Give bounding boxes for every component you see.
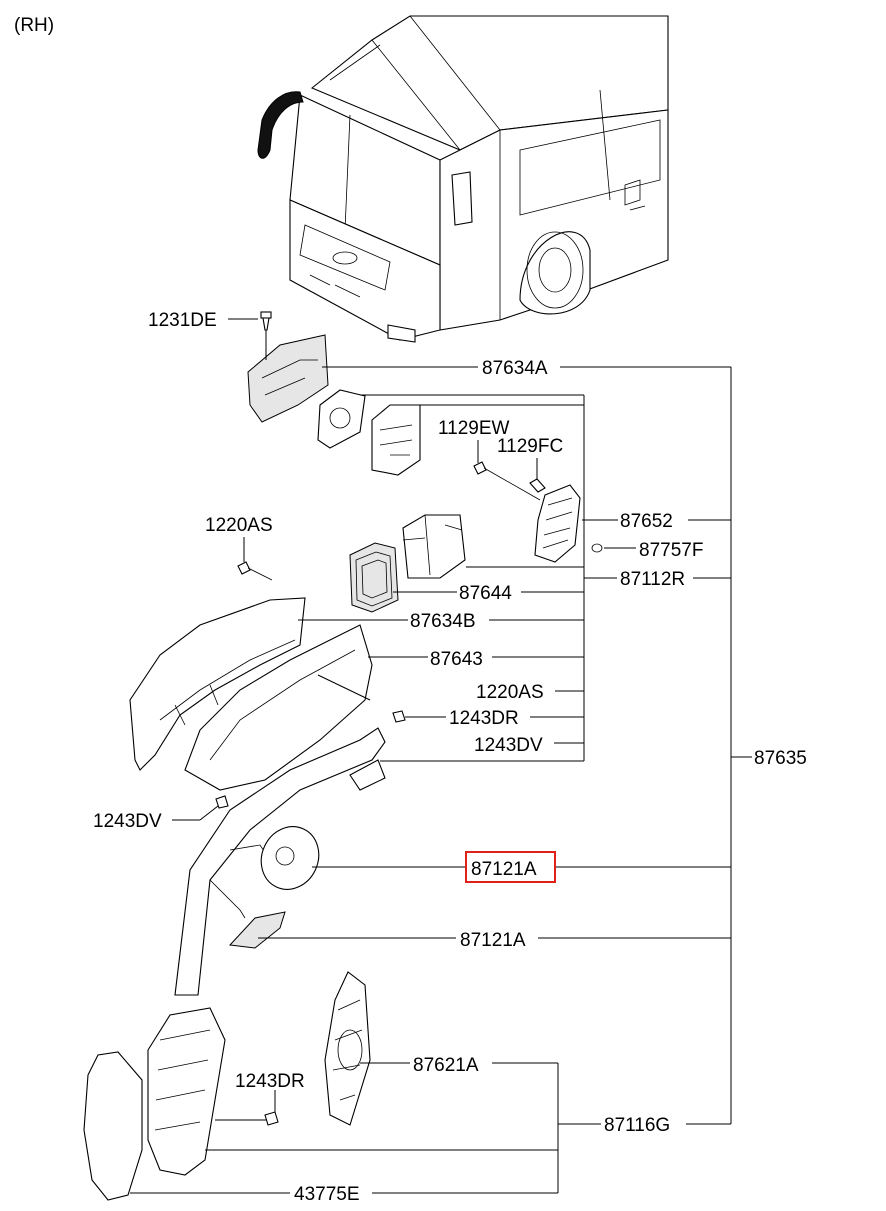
label-87652[interactable]: 87652	[620, 511, 673, 532]
label-1243DR-low[interactable]: 1243DR	[235, 1071, 305, 1092]
leader-lines	[130, 318, 752, 1194]
side-label: (RH)	[14, 15, 54, 36]
screw-1129EW-icon	[473, 461, 487, 475]
screw-1243DV-icon	[215, 795, 229, 809]
screw-1243DR-icon	[392, 710, 406, 723]
screw-1220AS-icon	[237, 561, 273, 581]
actuator-87112R-icon	[402, 514, 466, 579]
label-87643[interactable]: 87643	[430, 649, 483, 670]
label-1243DV-left[interactable]: 1243DV	[93, 811, 162, 832]
label-87112R[interactable]: 87112R	[620, 569, 685, 590]
cover-43775E-icon	[83, 1051, 143, 1201]
mirror-glass-87621A-icon	[324, 971, 371, 1126]
label-1129EW[interactable]: 1129EW	[438, 418, 510, 439]
heater-pad-87644-icon	[349, 542, 399, 613]
screw-1231DE-icon	[260, 311, 272, 331]
gasket-frame-icon	[317, 389, 366, 449]
mirror-disc-87121A-icon	[260, 826, 320, 890]
label-87644[interactable]: 87644	[459, 583, 512, 604]
label-87116G[interactable]: 87116G	[604, 1115, 670, 1136]
housing-shell-87116G-icon	[147, 1007, 226, 1176]
label-43775E[interactable]: 43775E	[294, 1184, 360, 1205]
label-87634B[interactable]: 87634B	[410, 611, 476, 632]
screw-1129FC-icon	[529, 478, 546, 493]
label-87621A[interactable]: 87621A	[413, 1055, 479, 1076]
pad-87121A-icon	[228, 911, 286, 949]
label-1231DE[interactable]: 1231DE	[148, 310, 217, 331]
motor-bracket-icon	[371, 404, 421, 476]
plate-87652-icon	[534, 484, 581, 563]
housing-87634B-icon	[129, 597, 306, 771]
arm-frame-icon	[174, 727, 386, 996]
ring-87757F-icon	[591, 543, 603, 553]
label-87757F[interactable]: 87757F	[639, 540, 703, 561]
label-1220AS-mid[interactable]: 1220AS	[476, 682, 544, 703]
label-87635[interactable]: 87635	[754, 748, 807, 769]
label-1220AS-top[interactable]: 1220AS	[205, 515, 273, 536]
label-87121A-highlighted[interactable]: 87121A	[471, 859, 537, 880]
van-illustration	[257, 15, 669, 343]
label-87121A[interactable]: 87121A	[460, 930, 526, 951]
screw-1243DR-low-icon	[264, 1111, 279, 1126]
label-87634A[interactable]: 87634A	[482, 358, 548, 379]
highlight-box	[465, 851, 556, 883]
label-1243DV-mid[interactable]: 1243DV	[474, 735, 543, 756]
label-1129FC[interactable]: 1129FC	[497, 436, 563, 457]
cover-87634A-icon	[247, 334, 329, 423]
label-1243DR-mid[interactable]: 1243DR	[449, 708, 519, 729]
